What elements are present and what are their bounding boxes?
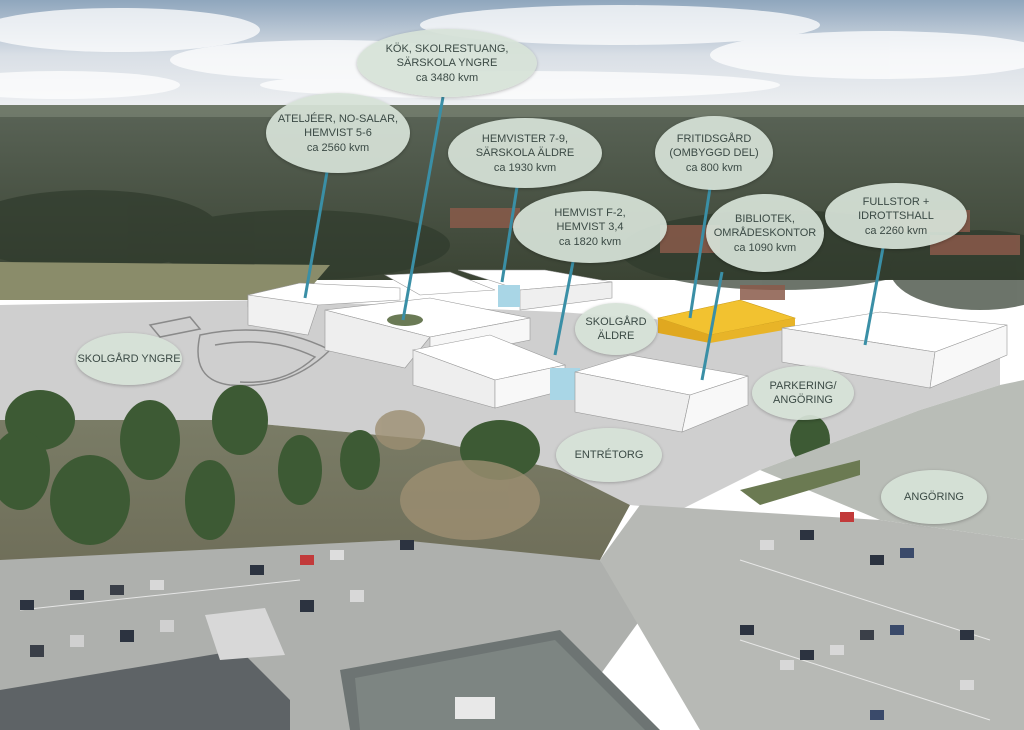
label-hemvister79-area: ca 1930 kvm	[493, 161, 557, 174]
grass-strip	[740, 460, 860, 505]
label-kok-line-1: KÖK, SKOLRESTUANG,	[385, 42, 509, 55]
label-skolgard-aldre-line-1: SKOLGÅRD	[585, 316, 647, 328]
leader-lines	[303, 96, 885, 381]
label-atelje-line-1: ATELJÉER, NO-SALAR,	[277, 112, 399, 125]
label-hemvister79: HEMVISTER 7-9, SÄRSKOLA ÄLDRE ca 1930 kv…	[448, 118, 602, 188]
label-skolgard-yngre-line-1: SKOLGÅRD YNGRE	[77, 353, 181, 365]
playground-markings	[148, 316, 332, 387]
label-fullstor-area: ca 2260 kvm	[864, 224, 928, 237]
label-skolgard-yngre: SKOLGÅRD YNGRE	[76, 333, 182, 385]
label-entretorg: ENTRÉTORG	[556, 428, 662, 482]
label-entretorg-line-1: ENTRÉTORG	[574, 449, 644, 461]
label-fritidsgard: FRITIDSGÅRD (OMBYGGD DEL) ca 800 kvm	[655, 116, 773, 190]
label-kok-area: ca 3480 kvm	[415, 71, 479, 84]
label-skolgard-aldre: SKOLGÅRD ÄLDRE	[575, 303, 657, 355]
label-fritidsgard-line-1: FRITIDSGÅRD	[676, 132, 752, 145]
label-parkering-line-1: PARKERING/	[769, 380, 837, 392]
label-angoring: ANGÖRING	[881, 470, 987, 524]
label-fullstor-line-1: FULLSTOR +	[862, 195, 930, 208]
label-fullstor-line-2: IDROTTSHALL	[858, 209, 934, 222]
label-hemvistf2: HEMVIST F-2, HEMVIST 3,4 ca 1820 kvm	[513, 191, 667, 263]
proposed-buildings	[247, 269, 1008, 433]
grass-field	[0, 262, 330, 300]
label-bibliotek: BIBLIOTEK, OMRÅDESKONTOR ca 1090 kvm	[706, 194, 824, 272]
label-bibliotek-area: ca 1090 kvm	[733, 241, 797, 254]
label-atelje-line-2: HEMVIST 5-6	[304, 126, 372, 139]
roof-left	[0, 650, 290, 730]
label-atelje-area: ca 2560 kvm	[306, 141, 370, 154]
label-kok-line-2: SÄRSKOLA YNGRE	[396, 56, 498, 69]
label-parkering: PARKERING/ ANGÖRING	[752, 366, 854, 420]
label-atelje: ATELJÉER, NO-SALAR, HEMVIST 5-6 ca 2560 …	[266, 93, 410, 173]
label-hemvistf2-line-2: HEMVIST 3,4	[556, 220, 624, 233]
parked-cars	[20, 512, 974, 720]
label-bibliotek-line-2: OMRÅDESKONTOR	[713, 226, 817, 239]
label-bibliotek-line-1: BIBLIOTEK,	[735, 212, 795, 225]
label-hemvistf2-area: ca 1820 kvm	[558, 235, 622, 248]
label-fritidsgard-area: ca 800 kvm	[685, 161, 743, 174]
label-angoring-line-1: ANGÖRING	[904, 491, 964, 503]
label-hemvister79-line-1: HEMVISTER 7-9,	[481, 132, 569, 145]
label-skolgard-aldre-line-2: ÄLDRE	[597, 330, 635, 342]
label-hemvistf2-line-1: HEMVIST F-2,	[554, 206, 626, 219]
label-fullstor: FULLSTOR + IDROTTSHALL ca 2260 kvm	[825, 183, 967, 249]
label-kok: KÖK, SKOLRESTUANG, SÄRSKOLA YNGRE ca 348…	[357, 29, 537, 97]
label-fritidsgard-line-2: (OMBYGGD DEL)	[669, 146, 759, 159]
label-hemvister79-line-2: SÄRSKOLA ÄLDRE	[475, 146, 575, 159]
parking-lot-right	[600, 505, 1024, 730]
label-parkering-line-2: ANGÖRING	[773, 394, 833, 406]
